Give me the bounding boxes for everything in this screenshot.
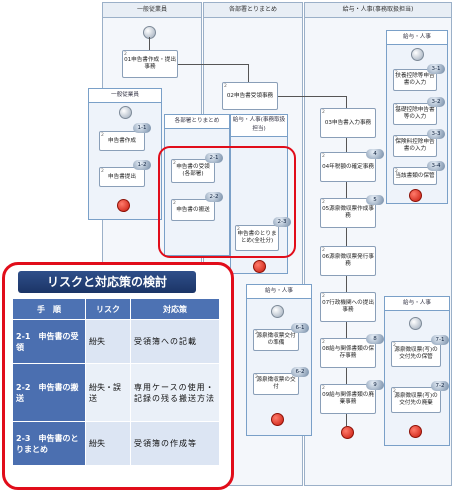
task-1-1: 申告書作成 bbox=[99, 131, 145, 151]
risk-table: 手 順 リスク 対応策 2-1 申告書の受領 紛失 受領簿への記載 2-2 申告… bbox=[12, 298, 220, 466]
connector bbox=[346, 368, 347, 384]
risk-step: 2-1 申告書の受領 bbox=[12, 319, 86, 364]
connector bbox=[346, 182, 347, 198]
task-6-2: 源泉徴収票の交付 bbox=[253, 373, 299, 395]
step-badge: 5 bbox=[366, 195, 384, 205]
step-badge: 7-1 bbox=[431, 335, 449, 345]
end-node bbox=[341, 426, 354, 439]
step-badge: 1-1 bbox=[133, 123, 151, 133]
step-badge: 7-2 bbox=[431, 381, 449, 391]
connector bbox=[346, 96, 347, 108]
risk-cell: 紛失 bbox=[85, 421, 131, 466]
task-1-2: 申告書提出 bbox=[99, 167, 145, 187]
task-6-1: 源泉徴収票交付の準備 bbox=[253, 329, 299, 351]
connector bbox=[278, 96, 346, 97]
step-badge: 2-3 bbox=[273, 217, 291, 227]
step-badge: 8 bbox=[366, 334, 384, 344]
header-step: 手 順 bbox=[12, 298, 86, 320]
task-3-2: 基礎控除申告書等の入力 bbox=[393, 103, 437, 125]
connector bbox=[346, 414, 347, 426]
task-7-1: 源泉徴収票(写)の交付先の保管 bbox=[391, 341, 441, 367]
task-03: 03申告書入力事務 bbox=[320, 108, 376, 138]
task-3-1: 扶養控除等申告書の入力 bbox=[393, 69, 437, 91]
pane-hr-mid-title: 給与・人事(事務取扱担当) bbox=[231, 115, 287, 137]
lane-hr-title: 給与・人事(事務取扱担当) bbox=[305, 3, 451, 18]
risk-row: 2-2 申告書の搬送 紛失・誤送 専用ケースの使用・記録の残る搬送方法 bbox=[12, 363, 220, 422]
start-node bbox=[119, 106, 132, 119]
connector bbox=[248, 64, 249, 82]
pane-general-title: 一般従業員 bbox=[89, 89, 161, 103]
header-measure: 対応策 bbox=[130, 298, 220, 320]
pane-hr-bottom-right-title: 給与・人事 bbox=[385, 297, 449, 311]
step-badge: 3-2 bbox=[427, 97, 445, 107]
measure-cell: 専用ケースの使用・記録の残る搬送方法 bbox=[130, 363, 220, 422]
connector bbox=[346, 138, 347, 152]
risk-cell: 紛失 bbox=[85, 319, 131, 364]
end-node bbox=[409, 189, 422, 202]
start-node bbox=[271, 305, 284, 318]
step-badge: 3-4 bbox=[427, 161, 445, 171]
pane-hr-bottom-left-title: 給与・人事 bbox=[247, 285, 311, 299]
risk-cell: 紛失・誤送 bbox=[85, 363, 131, 422]
task-7-2: 源泉徴収票(写)の交付先の廃棄 bbox=[391, 387, 441, 413]
step-badge: 6-2 bbox=[291, 367, 309, 377]
pane-hr-bottom-right: 給与・人事 源泉徴収票(写)の交付先の保管 7-1 源泉徴収票(写)の交付先の廃… bbox=[384, 296, 450, 446]
end-node bbox=[409, 425, 422, 438]
step-badge: 1-2 bbox=[133, 160, 151, 170]
step-badge: 2-1 bbox=[205, 153, 223, 163]
start-node bbox=[411, 48, 424, 61]
connector bbox=[346, 276, 347, 292]
task-09: 09給与関係書類の廃棄事務 bbox=[320, 384, 376, 414]
connector bbox=[346, 228, 347, 246]
connector bbox=[346, 322, 347, 338]
step-badge: 2-2 bbox=[205, 192, 223, 202]
pane-hr-bottom-left: 給与・人事 源泉徴収票交付の準備 6-1 源泉徴収票の交付 6-2 bbox=[246, 284, 312, 436]
task-2-2: 申告書の搬送 bbox=[171, 199, 215, 221]
task-2-3: 申告書のとりまとめ(全社分) bbox=[235, 225, 279, 251]
start-node bbox=[409, 317, 422, 330]
lane-dept-title: 各部署とりまとめ bbox=[204, 3, 302, 18]
task-06: 06源泉徴収票発行事務 bbox=[320, 246, 376, 276]
highlight-frame bbox=[158, 146, 296, 258]
step-badge: 3-1 bbox=[427, 64, 445, 74]
lane-general-title: 一般従業員 bbox=[103, 3, 201, 18]
measure-cell: 受領簿の作成等 bbox=[130, 421, 220, 466]
pane-hr-right-top: 給与・人事 扶養控除等申告書の入力 3-1 基礎控除申告書等の入力 3-2 保険… bbox=[386, 30, 448, 204]
task-3-3: 保険料控除申告書の入力 bbox=[393, 135, 437, 157]
pane-hr-right-top-title: 給与・人事 bbox=[387, 31, 447, 45]
step-badge: 9 bbox=[366, 380, 384, 390]
task-07: 07行政機関への提出事務 bbox=[320, 292, 376, 322]
pane-general: 一般従業員 申告書作成 1-1 申告書提出 1-2 bbox=[88, 88, 162, 220]
pane-dept-title: 各部署とりまとめ bbox=[165, 115, 229, 129]
pane-dept: 各部署とりまとめ 申告書の受領(各部署) 2-1 申告書の搬送 2-2 bbox=[164, 114, 230, 256]
connector bbox=[149, 37, 150, 50]
risk-step: 2-3 申告書のとりまとめ bbox=[12, 421, 86, 466]
step-badge: 4 bbox=[366, 149, 384, 159]
header-risk: リスク bbox=[85, 298, 131, 320]
task-3-4: 当該書類の保管 bbox=[393, 167, 437, 185]
connector bbox=[178, 64, 248, 65]
task-2-1: 申告書の受領(各部署) bbox=[171, 159, 215, 183]
step-badge: 3-3 bbox=[427, 129, 445, 139]
risk-step: 2-2 申告書の搬送 bbox=[12, 363, 86, 422]
pane-hr-mid: 給与・人事(事務取扱担当) 申告書のとりまとめ(全社分) 2-3 bbox=[230, 114, 291, 274]
measure-cell: 受領簿への記載 bbox=[130, 319, 220, 364]
end-node bbox=[253, 260, 266, 273]
step-badge: 6-1 bbox=[291, 323, 309, 333]
risk-table-header: 手 順 リスク 対応策 bbox=[12, 298, 220, 320]
risk-row: 2-3 申告書のとりまとめ 紛失 受領簿の作成等 bbox=[12, 421, 220, 466]
end-node bbox=[117, 199, 130, 212]
task-02: 02申告書受領事務 bbox=[222, 82, 278, 110]
risk-row: 2-1 申告書の受領 紛失 受領簿への記載 bbox=[12, 319, 220, 364]
task-01: 01申告書作成・提出事務 bbox=[122, 50, 178, 78]
task-08: 08給与関係書類の保存事務 bbox=[320, 338, 376, 368]
risk-title: リスクと対応策の検討 bbox=[18, 271, 196, 293]
end-node bbox=[271, 413, 284, 426]
